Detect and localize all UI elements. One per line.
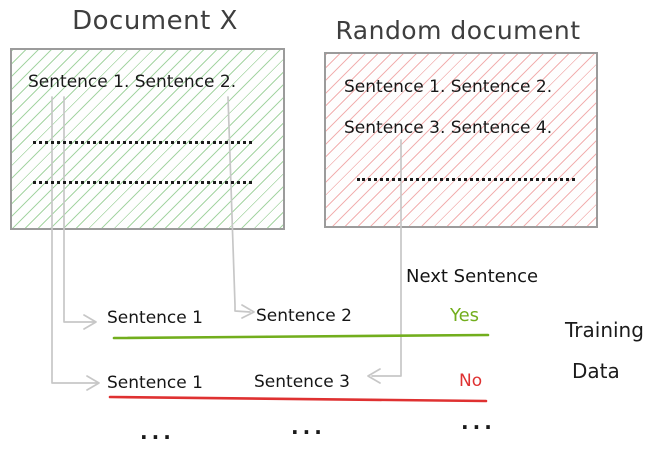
document-x-title: Document X [72, 6, 238, 36]
random-sentence-line-1: Sentence 1. Sentence 2. [344, 77, 553, 97]
random-dotted-line [357, 178, 575, 181]
docx-dotted-line-1 [33, 141, 252, 144]
next-sentence-header: Next Sentence [406, 266, 539, 287]
data-side-label: Data [572, 359, 620, 383]
yes-row-underline [112, 333, 490, 340]
no-row-underline [108, 395, 488, 403]
no-row-first-sentence: Sentence 1 [107, 373, 203, 393]
yes-row-second-sentence: Sentence 2 [256, 306, 352, 326]
training-side-label: Training [565, 318, 644, 342]
no-label: No [459, 371, 483, 391]
ellipsis-middle: ... [291, 415, 326, 439]
ellipsis-right: ... [461, 410, 496, 434]
yes-row-first-sentence: Sentence 1 [107, 308, 203, 328]
no-row-second-sentence: Sentence 3 [254, 372, 350, 392]
yes-label: Yes [450, 305, 480, 326]
random-document-title: Random document [335, 16, 581, 45]
random-sentence-line-2: Sentence 3. Sentence 4. [344, 118, 553, 138]
ellipsis-left: ... [140, 420, 175, 444]
docx-dotted-line-2 [33, 181, 252, 184]
docx-sentence-line: Sentence 1. Sentence 2. [28, 72, 237, 92]
